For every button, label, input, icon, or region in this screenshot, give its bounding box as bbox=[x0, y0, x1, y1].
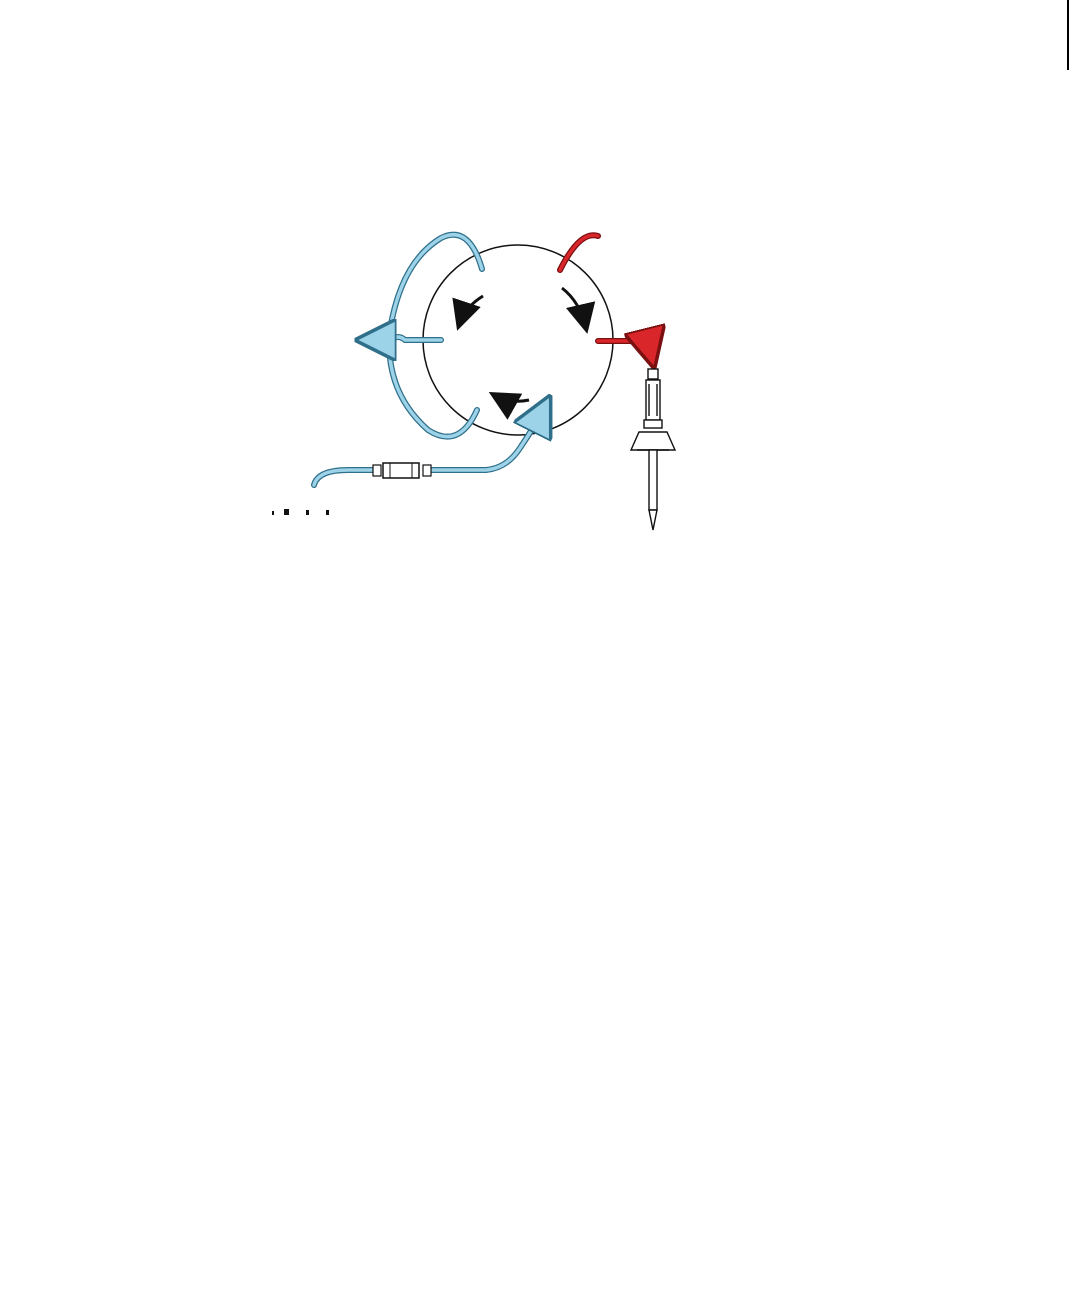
cropped-label-fragments bbox=[272, 509, 329, 515]
inline-filter-fitting bbox=[373, 463, 431, 478]
rotary-valve-circle bbox=[423, 245, 613, 435]
red-inlet-line bbox=[560, 235, 598, 270]
needle-syringe bbox=[631, 369, 675, 530]
blue-waste-line bbox=[365, 337, 441, 340]
